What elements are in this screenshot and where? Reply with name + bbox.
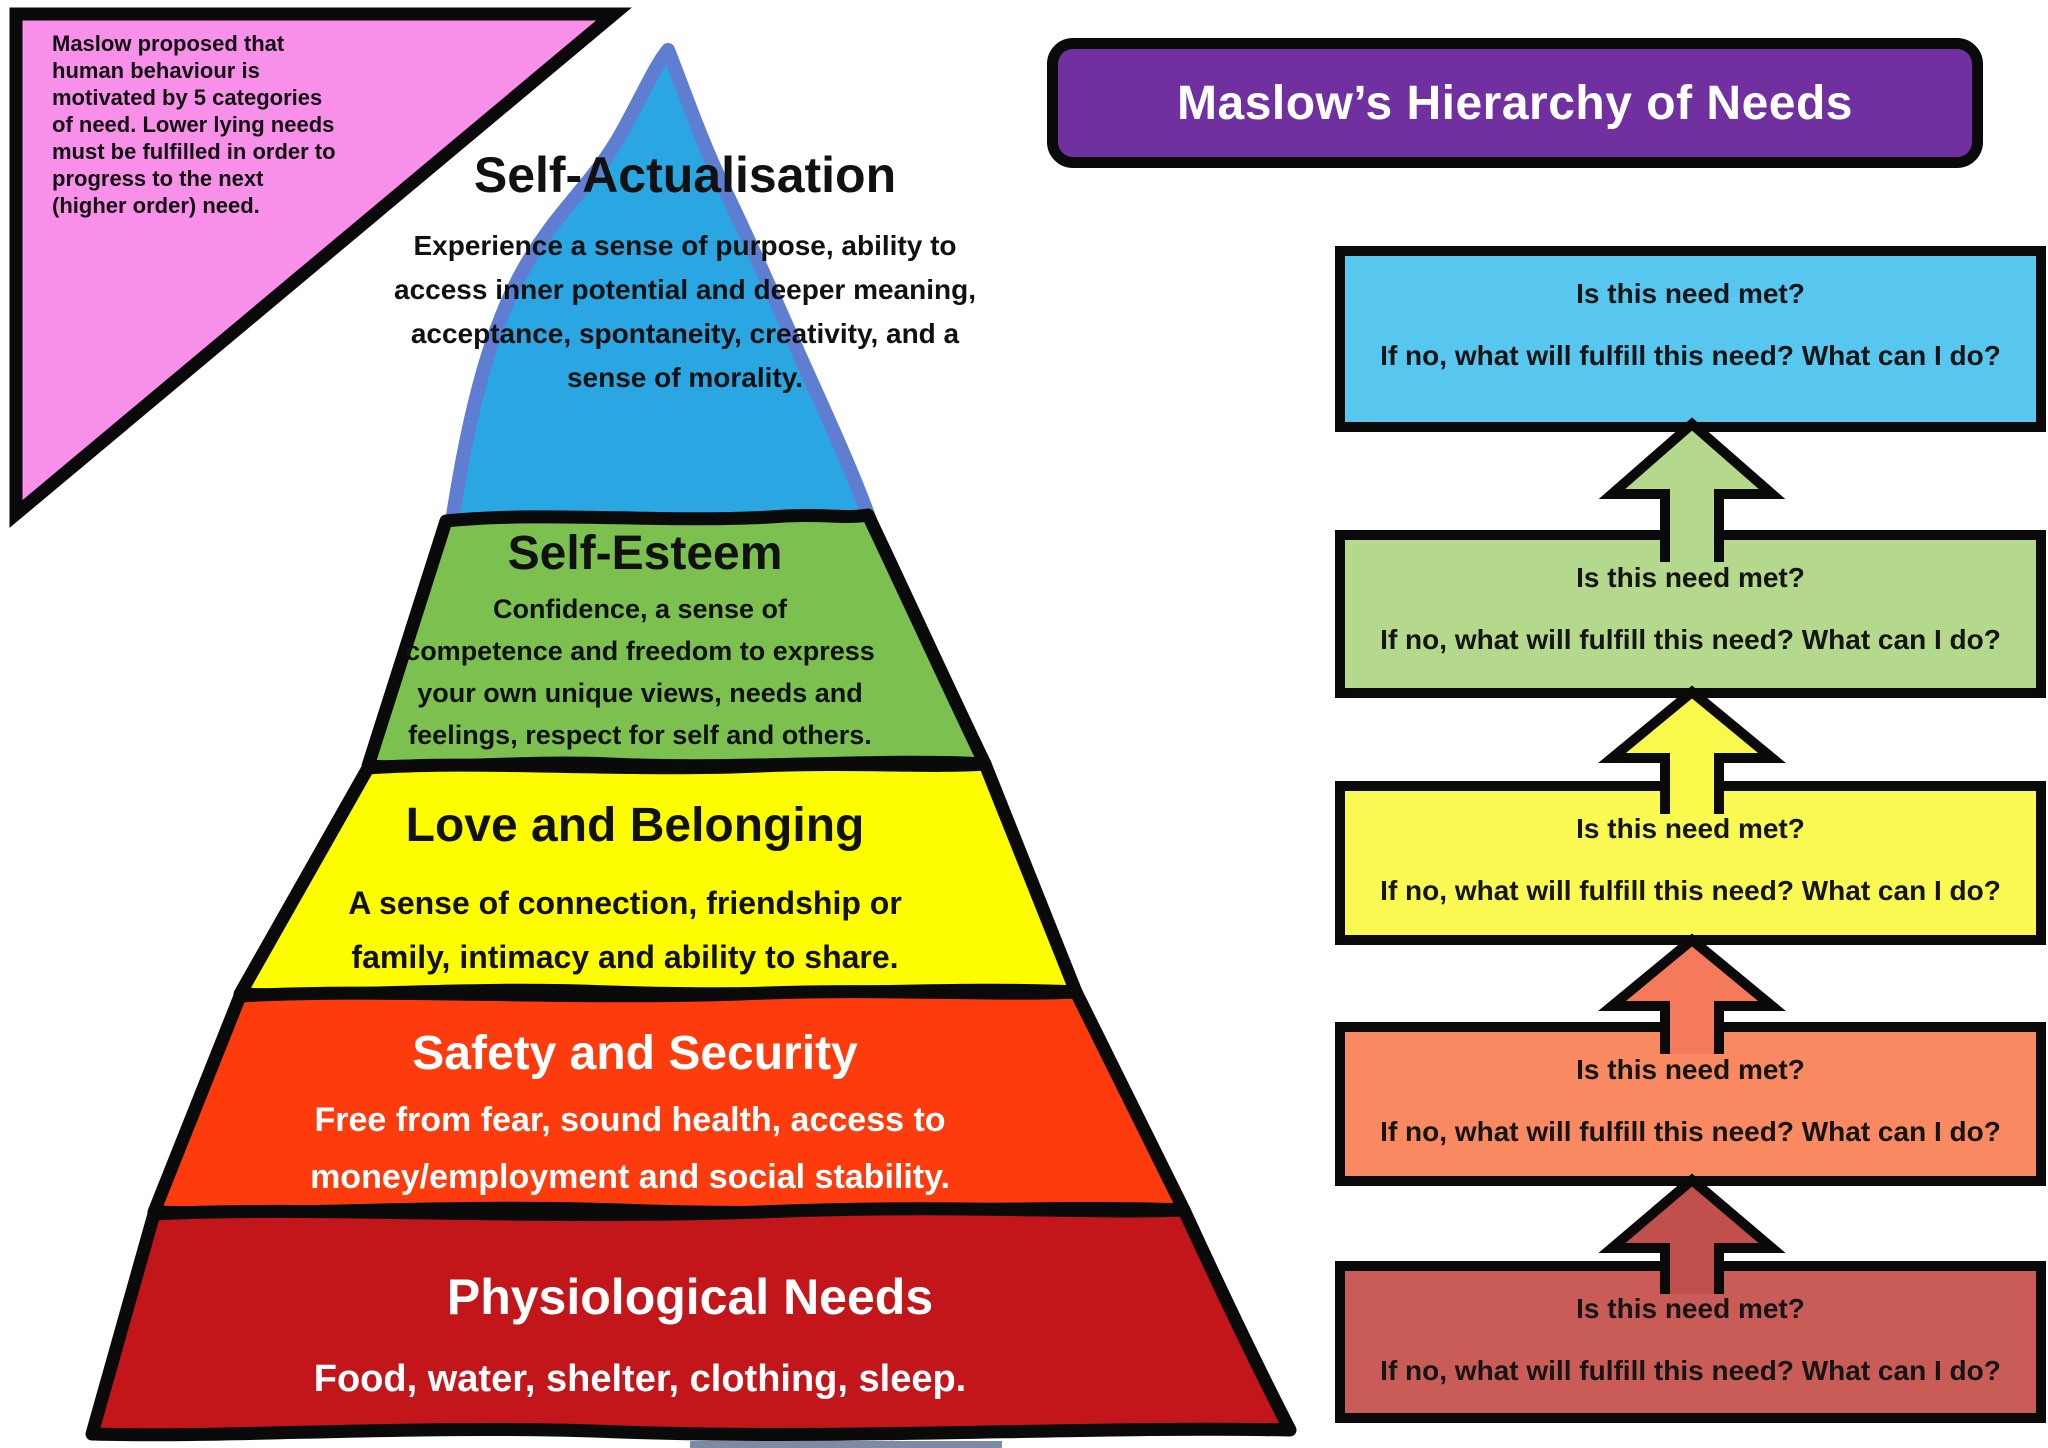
need-check-question: Is this need met? (1576, 1054, 1805, 1085)
level-description-safety-and-security: Free from fear, sound health, access to … (310, 1101, 950, 1196)
need-check-box-safety-and-security: Is this need met? If no, what will fulfi… (1335, 1022, 2046, 1186)
need-check-followup: If no, what will fulfill this need? What… (1380, 1355, 2001, 1386)
need-check-box-self-esteem: Is this need met? If no, what will fulfi… (1335, 530, 2046, 698)
need-check-box-self-actualisation: Is this need met? If no, what will fulfi… (1335, 246, 2046, 432)
level-title-self-actualisation: Self-Actualisation (473, 147, 897, 203)
need-check-followup: If no, what will fulfill this need? What… (1380, 624, 2001, 655)
need-check-question: Is this need met? (1576, 278, 1805, 309)
level-title-self-esteem: Self-Esteem (507, 527, 783, 580)
need-check-followup: If no, what will fulfill this need? What… (1380, 875, 2001, 906)
need-check-box-love-and-belonging: Is this need met? If no, what will fulfi… (1335, 781, 2046, 945)
level-description-self-esteem: Confidence, a sense of competence and fr… (405, 594, 875, 750)
page-title: Maslow’s Hierarchy of Needs (1177, 76, 1853, 130)
level-description-self-actualisation: Experience a sense of purpose, ability t… (394, 230, 976, 393)
need-check-box-physiological-needs: Is this need met? If no, what will fulfi… (1335, 1261, 2046, 1423)
title-banner: Maslow’s Hierarchy of Needs (1047, 38, 1983, 168)
page-edge-artifact (690, 1441, 1002, 1448)
level-title-love-and-belonging: Love and Belonging (405, 799, 865, 852)
level-title-physiological-needs: Physiological Needs (446, 1269, 934, 1325)
need-check-question: Is this need met? (1576, 562, 1805, 593)
need-check-followup: If no, what will fulfill this need? What… (1380, 340, 2001, 371)
need-check-followup: If no, what will fulfill this need? What… (1380, 1116, 2001, 1147)
level-description-physiological-needs: Food, water, shelter, clothing, sleep. (313, 1358, 967, 1400)
level-title-safety-and-security: Safety and Security (412, 1027, 858, 1080)
need-check-question: Is this need met? (1576, 813, 1805, 844)
note-triangle-text: Maslow proposed that human behaviour is … (52, 31, 336, 218)
need-check-question: Is this need met? (1576, 1293, 1805, 1324)
level-description-love-and-belonging: A sense of connection, friendship or fam… (348, 885, 902, 975)
